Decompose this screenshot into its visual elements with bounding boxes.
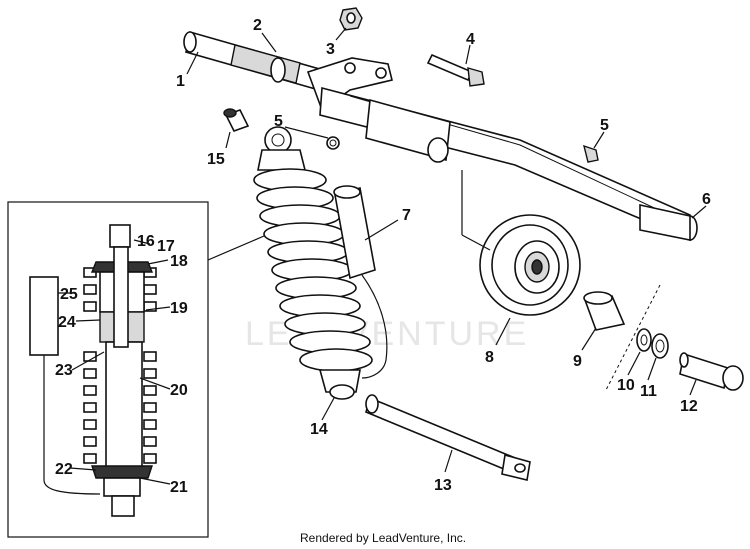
bushing-part[interactable]	[223, 108, 250, 132]
coil-spring-part	[253, 168, 373, 372]
washer-part[interactable]	[636, 328, 652, 352]
grease-fitting-part[interactable]	[583, 144, 599, 163]
callout-4: 4	[466, 31, 475, 48]
washer-part[interactable]	[651, 333, 669, 359]
lower-shaft-part[interactable]	[365, 394, 531, 481]
callout-13: 13	[434, 477, 452, 494]
callout-23: 23	[55, 362, 73, 379]
detail-frame	[7, 201, 209, 538]
callout-9: 9	[573, 353, 582, 370]
callout-17: 17	[157, 238, 175, 255]
callout-20: 20	[170, 382, 188, 399]
callout-24: 24	[58, 314, 76, 331]
callout-3: 3	[326, 41, 335, 58]
callout-21: 21	[170, 479, 188, 496]
callout-11: 11	[640, 383, 657, 400]
callout-6: 6	[702, 191, 711, 208]
swing-arm-part[interactable]	[319, 86, 698, 242]
spring-clip-part[interactable]	[326, 136, 340, 150]
upper-shaft-part[interactable]	[183, 30, 331, 94]
callout-1: 1	[176, 73, 185, 90]
shoulder-bolt-part[interactable]	[679, 352, 744, 391]
bolt-part[interactable]	[426, 53, 485, 87]
callout-2: 2	[253, 17, 262, 34]
callout-16: 16	[137, 233, 155, 250]
callout-14: 14	[310, 421, 328, 438]
pulley-part[interactable]	[479, 214, 581, 316]
callout-5-clip: 5	[274, 113, 283, 130]
footer-credit: Rendered by LeadVenture, Inc.	[300, 531, 466, 545]
callout-10: 10	[617, 377, 635, 394]
callout-15: 15	[207, 151, 225, 168]
callout-19: 19	[170, 300, 188, 317]
callout-8: 8	[485, 349, 494, 366]
callout-22: 22	[55, 461, 73, 478]
detail-spring	[83, 267, 157, 464]
callout-5-fitting: 5	[600, 117, 609, 134]
reservoir-part[interactable]	[333, 185, 388, 379]
callout-12: 12	[680, 398, 698, 415]
callout-18: 18	[170, 253, 188, 270]
hex-nut-part[interactable]	[339, 7, 363, 31]
shock-cutaway-detail[interactable]	[29, 224, 157, 517]
sleeve-part[interactable]	[583, 291, 626, 331]
callout-7: 7	[402, 207, 411, 224]
leader-lines	[58, 27, 707, 485]
callout-25: 25	[60, 286, 78, 303]
shock-absorber-assembly[interactable]	[253, 126, 373, 400]
